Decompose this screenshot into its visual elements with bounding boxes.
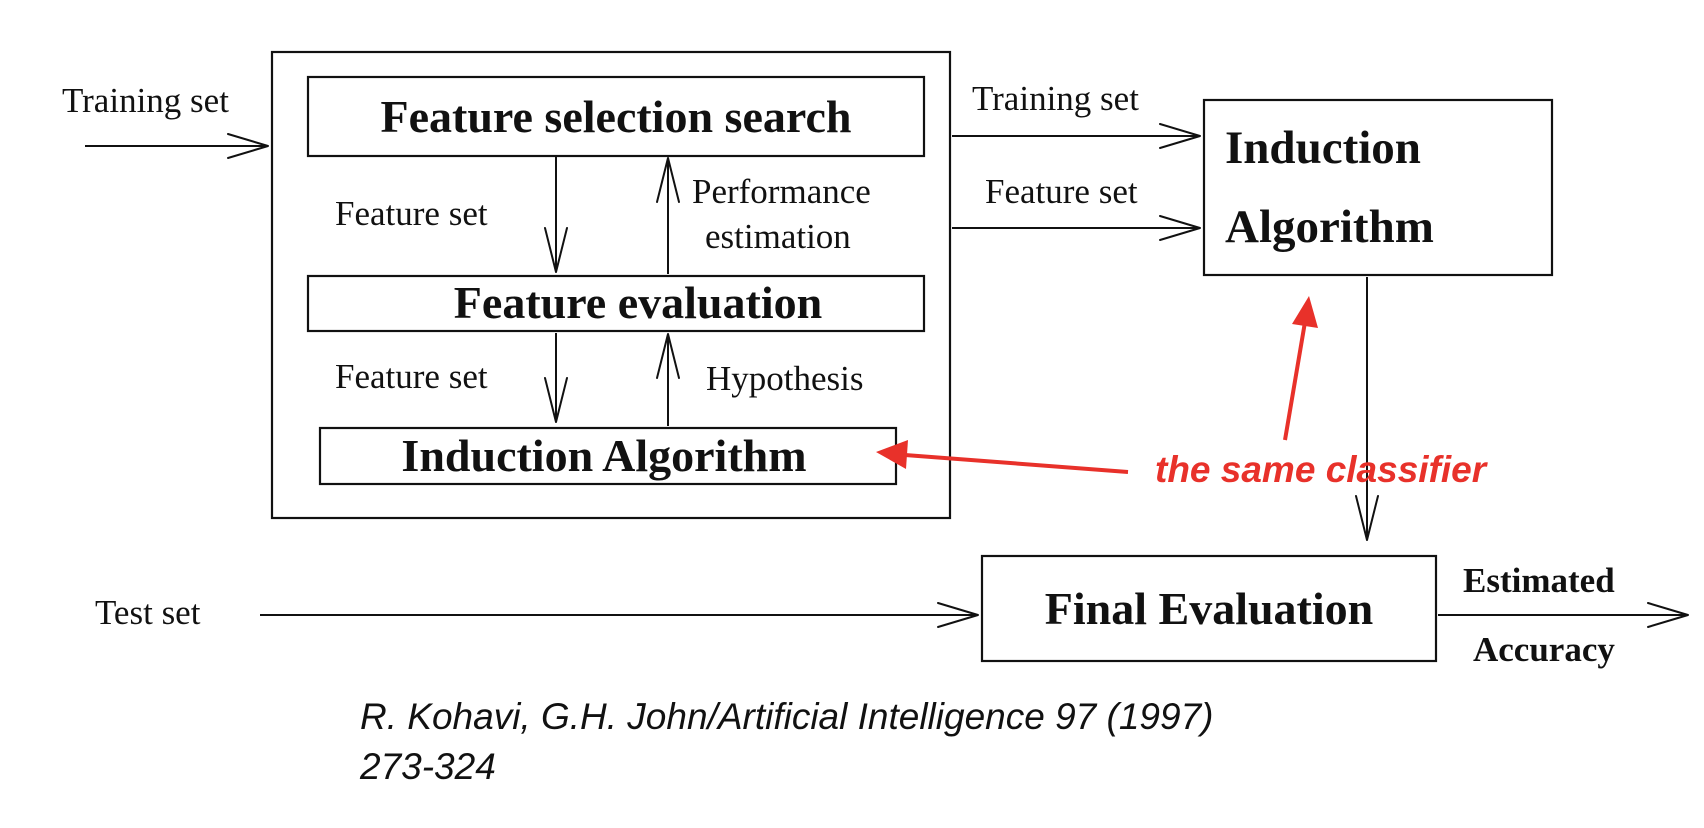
feature-evaluation-label: Feature evaluation bbox=[454, 277, 822, 328]
outer-training-set-arrow bbox=[952, 123, 1201, 149]
feature-selection-search-label: Feature selection search bbox=[381, 91, 852, 142]
inner-induction-algorithm-label: Induction Algorithm bbox=[401, 430, 806, 481]
outer-induction-line1: Induction bbox=[1225, 122, 1421, 174]
input-training-set-label: Training set bbox=[62, 81, 229, 120]
final-evaluation-box bbox=[980, 554, 1438, 663]
test-set-arrow bbox=[260, 602, 979, 628]
feature-set-label-2: Feature set bbox=[335, 357, 488, 396]
hypothesis-up-arrow bbox=[656, 333, 680, 426]
hypothesis-label: Hypothesis bbox=[706, 359, 864, 398]
accuracy-label: Accuracy bbox=[1473, 630, 1615, 669]
test-set-label: Test set bbox=[95, 593, 201, 632]
outer-training-set-label: Training set bbox=[972, 79, 1139, 118]
estimated-label: Estimated bbox=[1463, 561, 1615, 600]
annotation-arrow-left bbox=[876, 440, 1129, 474]
estimated-accuracy-arrow bbox=[1438, 602, 1689, 628]
feature-set-down-arrow-2 bbox=[544, 333, 568, 423]
feature-selection-search-box bbox=[306, 75, 926, 158]
performance-label-line1: Performance bbox=[692, 172, 871, 211]
induction-to-final-arrow bbox=[1355, 277, 1379, 541]
citation-line1: R. Kohavi, G.H. John/Artificial Intellig… bbox=[360, 696, 1214, 737]
citation: R. Kohavi, G.H. John/Artificial Intellig… bbox=[360, 692, 1360, 792]
citation-line2: 273-324 bbox=[360, 746, 496, 787]
final-evaluation-label: Final Evaluation bbox=[1045, 583, 1373, 634]
outer-induction-line2: Algorithm bbox=[1225, 201, 1434, 253]
feature-set-down-arrow-1 bbox=[544, 157, 568, 273]
annotation-text: the same classifier bbox=[1155, 449, 1489, 490]
outer-feature-set-label: Feature set bbox=[985, 172, 1138, 211]
performance-label-line2: estimation bbox=[705, 217, 851, 256]
performance-estimation-up-arrow bbox=[656, 157, 680, 274]
outer-induction-algorithm-box bbox=[1202, 98, 1554, 277]
input-training-set-arrow bbox=[85, 133, 269, 159]
feature-evaluation-box bbox=[306, 274, 926, 333]
outer-feature-set-arrow bbox=[952, 215, 1201, 241]
feature-set-label-1: Feature set bbox=[335, 194, 488, 233]
annotation-arrow-up bbox=[1283, 296, 1318, 441]
